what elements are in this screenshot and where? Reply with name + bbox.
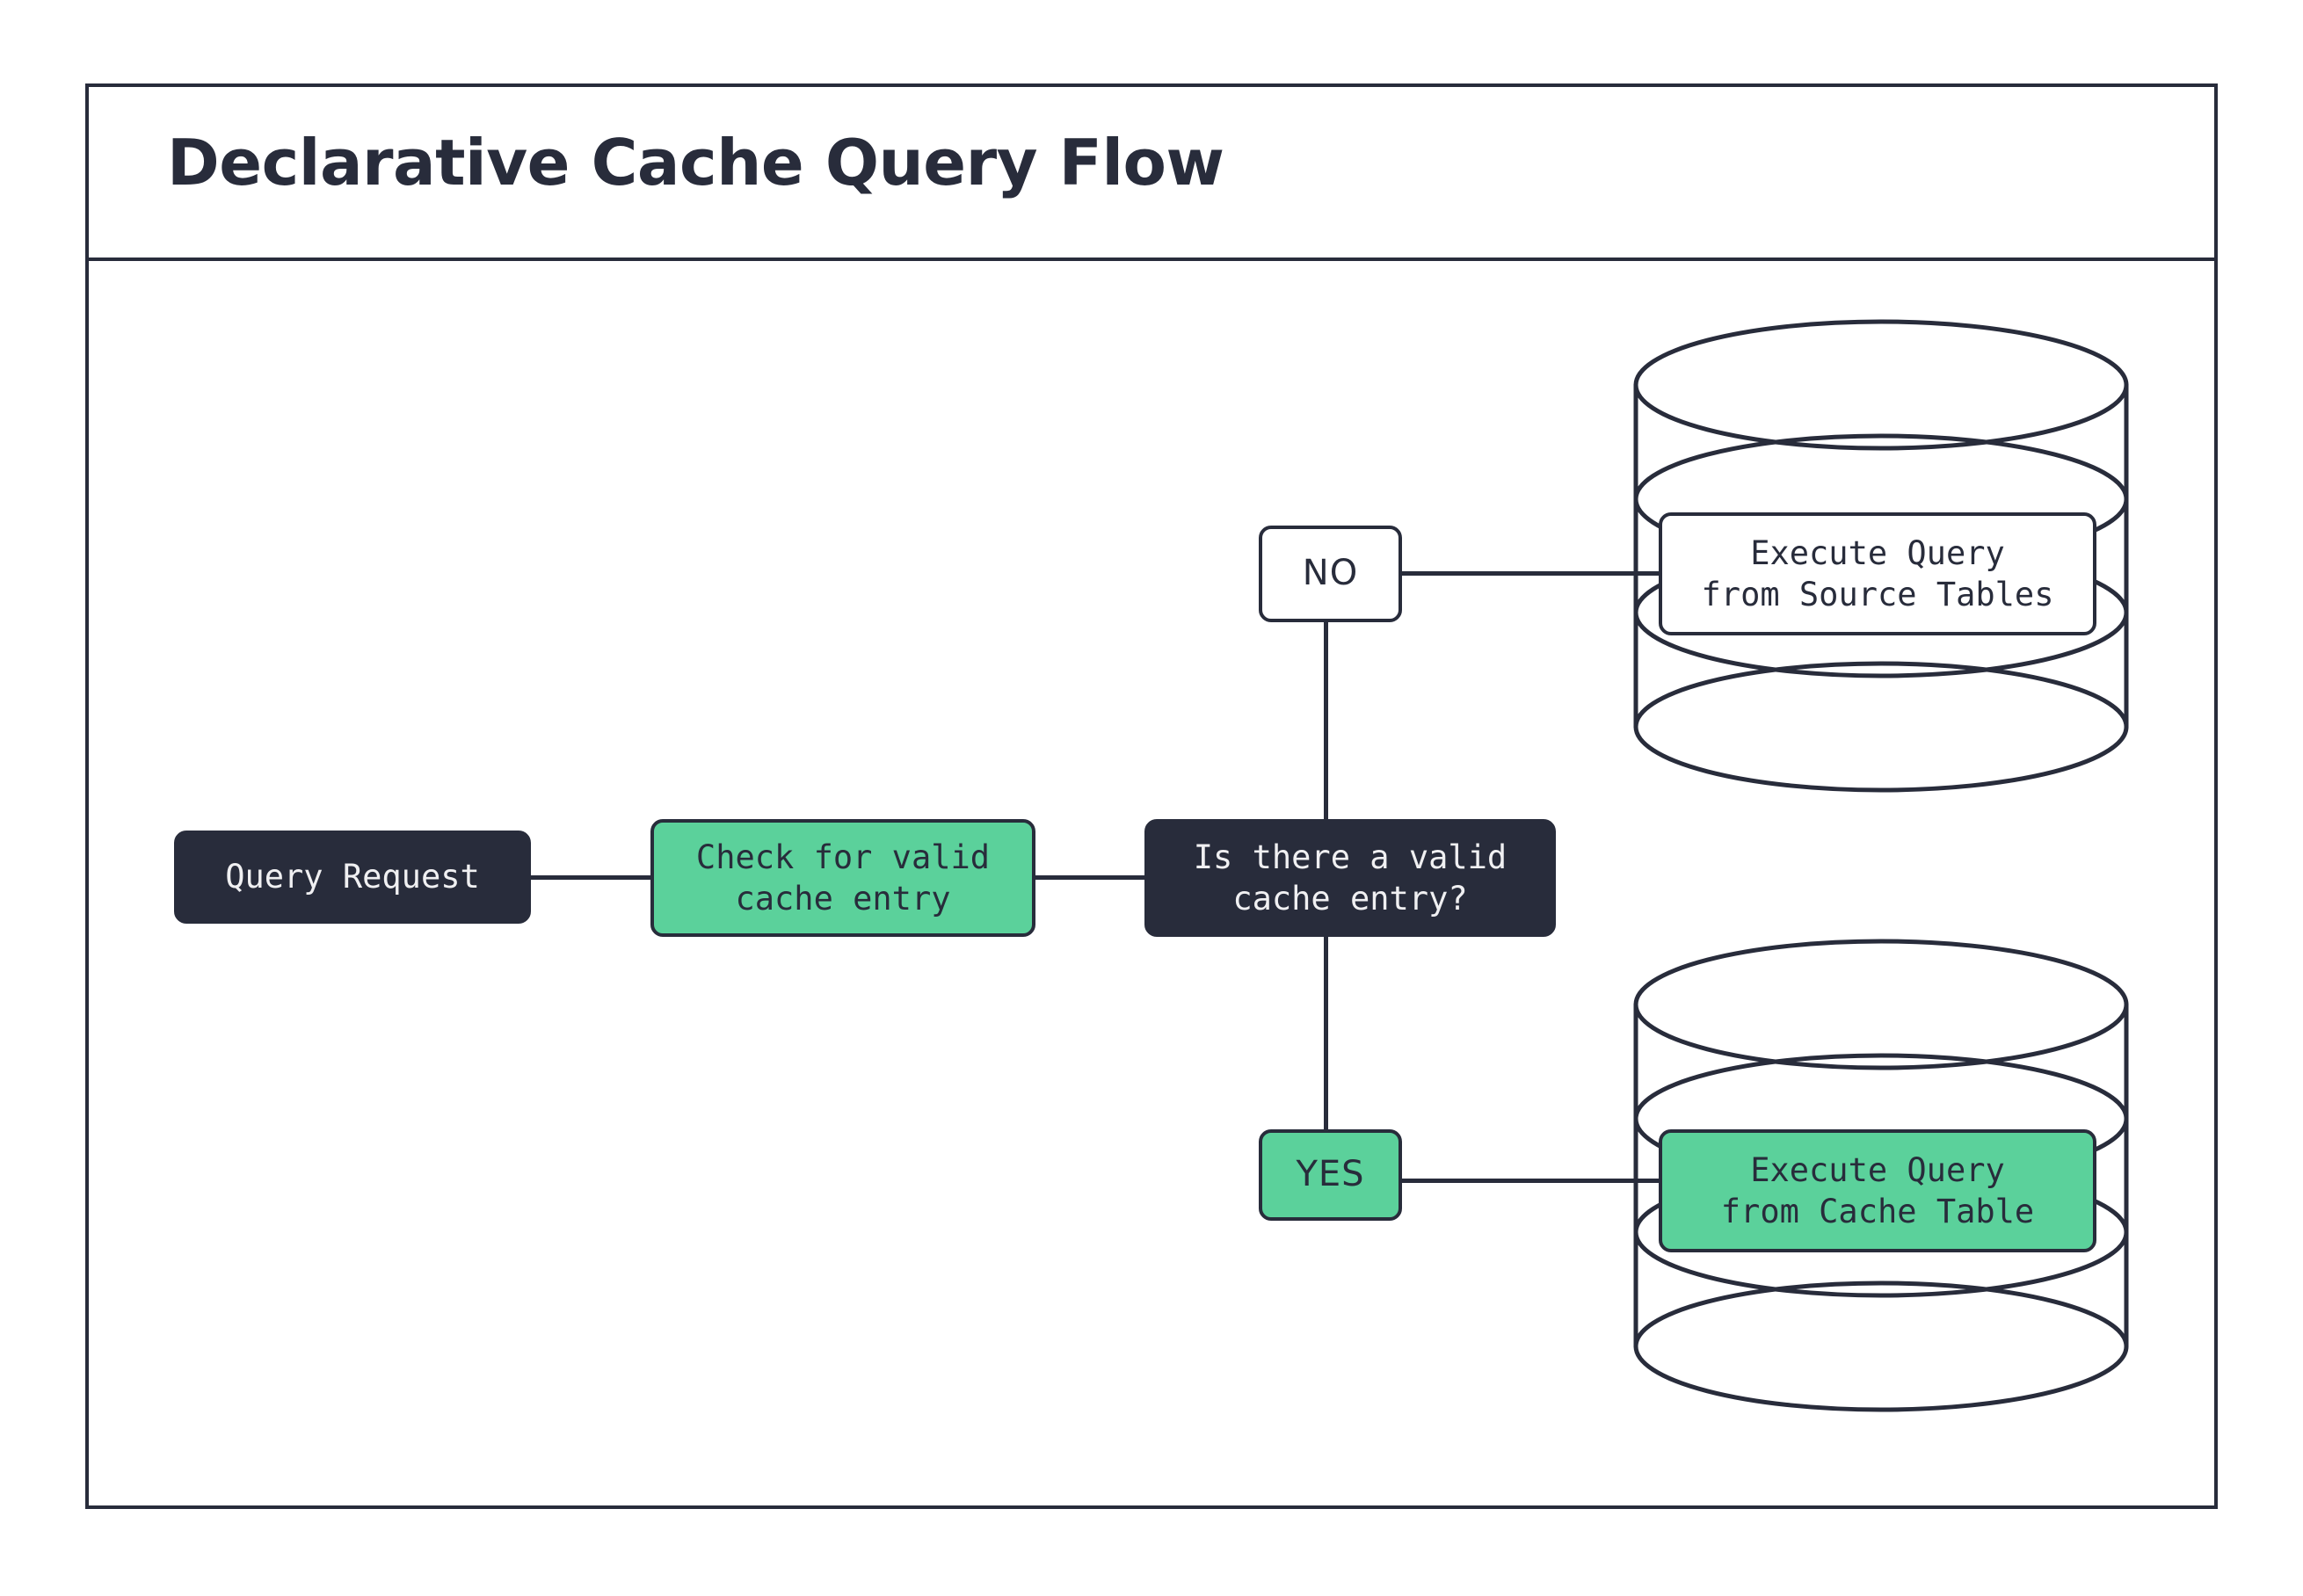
- branch-label-yes[interactable]: YES: [1259, 1129, 1402, 1221]
- diagram-header: [85, 83, 2218, 261]
- connector-check-to-decision: [1034, 875, 1146, 880]
- connector-request-to-check: [529, 875, 654, 880]
- node-execute-query-from-cache-table[interactable]: Execute Query from Cache Table: [1659, 1129, 2096, 1252]
- diagram-frame: [85, 83, 2218, 1509]
- node-check-for-valid-cache-entry[interactable]: Check for valid cache entry: [650, 819, 1035, 937]
- page-title: Declarative Cache Query Flow: [167, 126, 1224, 200]
- node-execute-query-from-source-tables[interactable]: Execute Query from Source Tables: [1659, 512, 2096, 635]
- node-query-request[interactable]: Query Request: [174, 831, 531, 924]
- connector-decision-to-no: [1324, 619, 1328, 823]
- cache-database-cylinder-icon: [1631, 936, 2132, 1415]
- connector-decision-to-yes: [1324, 933, 1328, 1134]
- node-decision-valid-cache-entry[interactable]: Is there a valid cache entry?: [1144, 819, 1556, 937]
- branch-label-no[interactable]: NO: [1259, 526, 1402, 622]
- source-database-cylinder-icon: [1631, 316, 2132, 795]
- connector-yes-to-cache-db: [1399, 1179, 1663, 1183]
- connector-no-to-source-db: [1399, 571, 1663, 576]
